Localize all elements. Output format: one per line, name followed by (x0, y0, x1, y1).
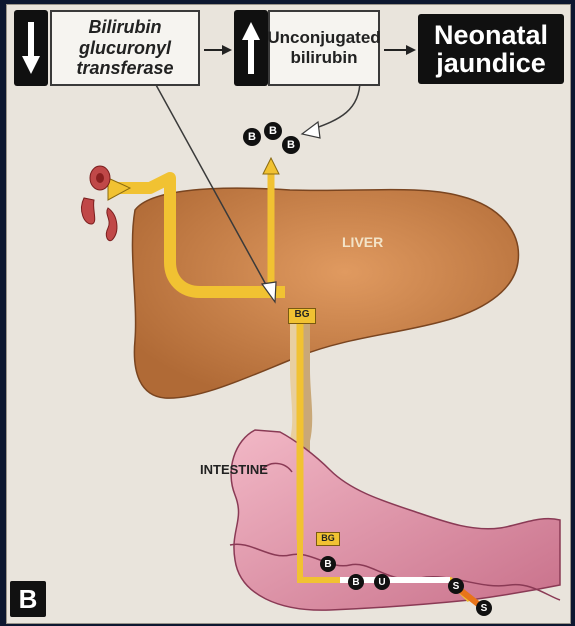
right-arrow-icon (384, 42, 416, 58)
bg-liver-tag: BG (288, 308, 316, 324)
enzyme-line-2: glucuronyl (76, 38, 173, 59)
bilirubin-line-2: bilirubin (267, 48, 380, 68)
b-molecule-intestine: B (320, 556, 336, 572)
b-molecule: B (264, 122, 282, 140)
down-arrow-icon (20, 18, 42, 78)
bg-intestine-tag: BG (316, 532, 340, 546)
bilirubin-callout: Unconjugated bilirubin (268, 10, 380, 86)
b-molecule: B (243, 128, 261, 146)
bilirubin-line-1: Unconjugated (267, 28, 380, 48)
outcome-box: Neonatal jaundice (418, 14, 564, 84)
right-arrow-icon (204, 42, 232, 58)
b-molecule-intestine: B (348, 574, 364, 590)
intestine (231, 430, 560, 610)
outcome-line-1: Neonatal (434, 21, 548, 49)
enzyme-line-1: Bilirubin (76, 17, 173, 38)
up-arrow-box (234, 10, 268, 86)
liver-label: LIVER (342, 234, 383, 250)
b-molecule: B (282, 136, 300, 154)
red-blood-cells (82, 166, 117, 241)
bilirubin-path-arrow (108, 178, 130, 200)
intestine-label: INTESTINE (200, 462, 268, 477)
outcome-line-2: jaundice (436, 49, 546, 77)
s-molecule: S (476, 600, 492, 616)
s-molecule: S (448, 578, 464, 594)
u-molecule: U (374, 574, 390, 590)
enzyme-callout: Bilirubin glucuronyl transferase (50, 10, 200, 86)
enzyme-line-3: transferase (76, 58, 173, 79)
down-arrow-box (14, 10, 48, 86)
panel-badge: B (10, 581, 46, 617)
up-arrow-icon (240, 18, 262, 78)
